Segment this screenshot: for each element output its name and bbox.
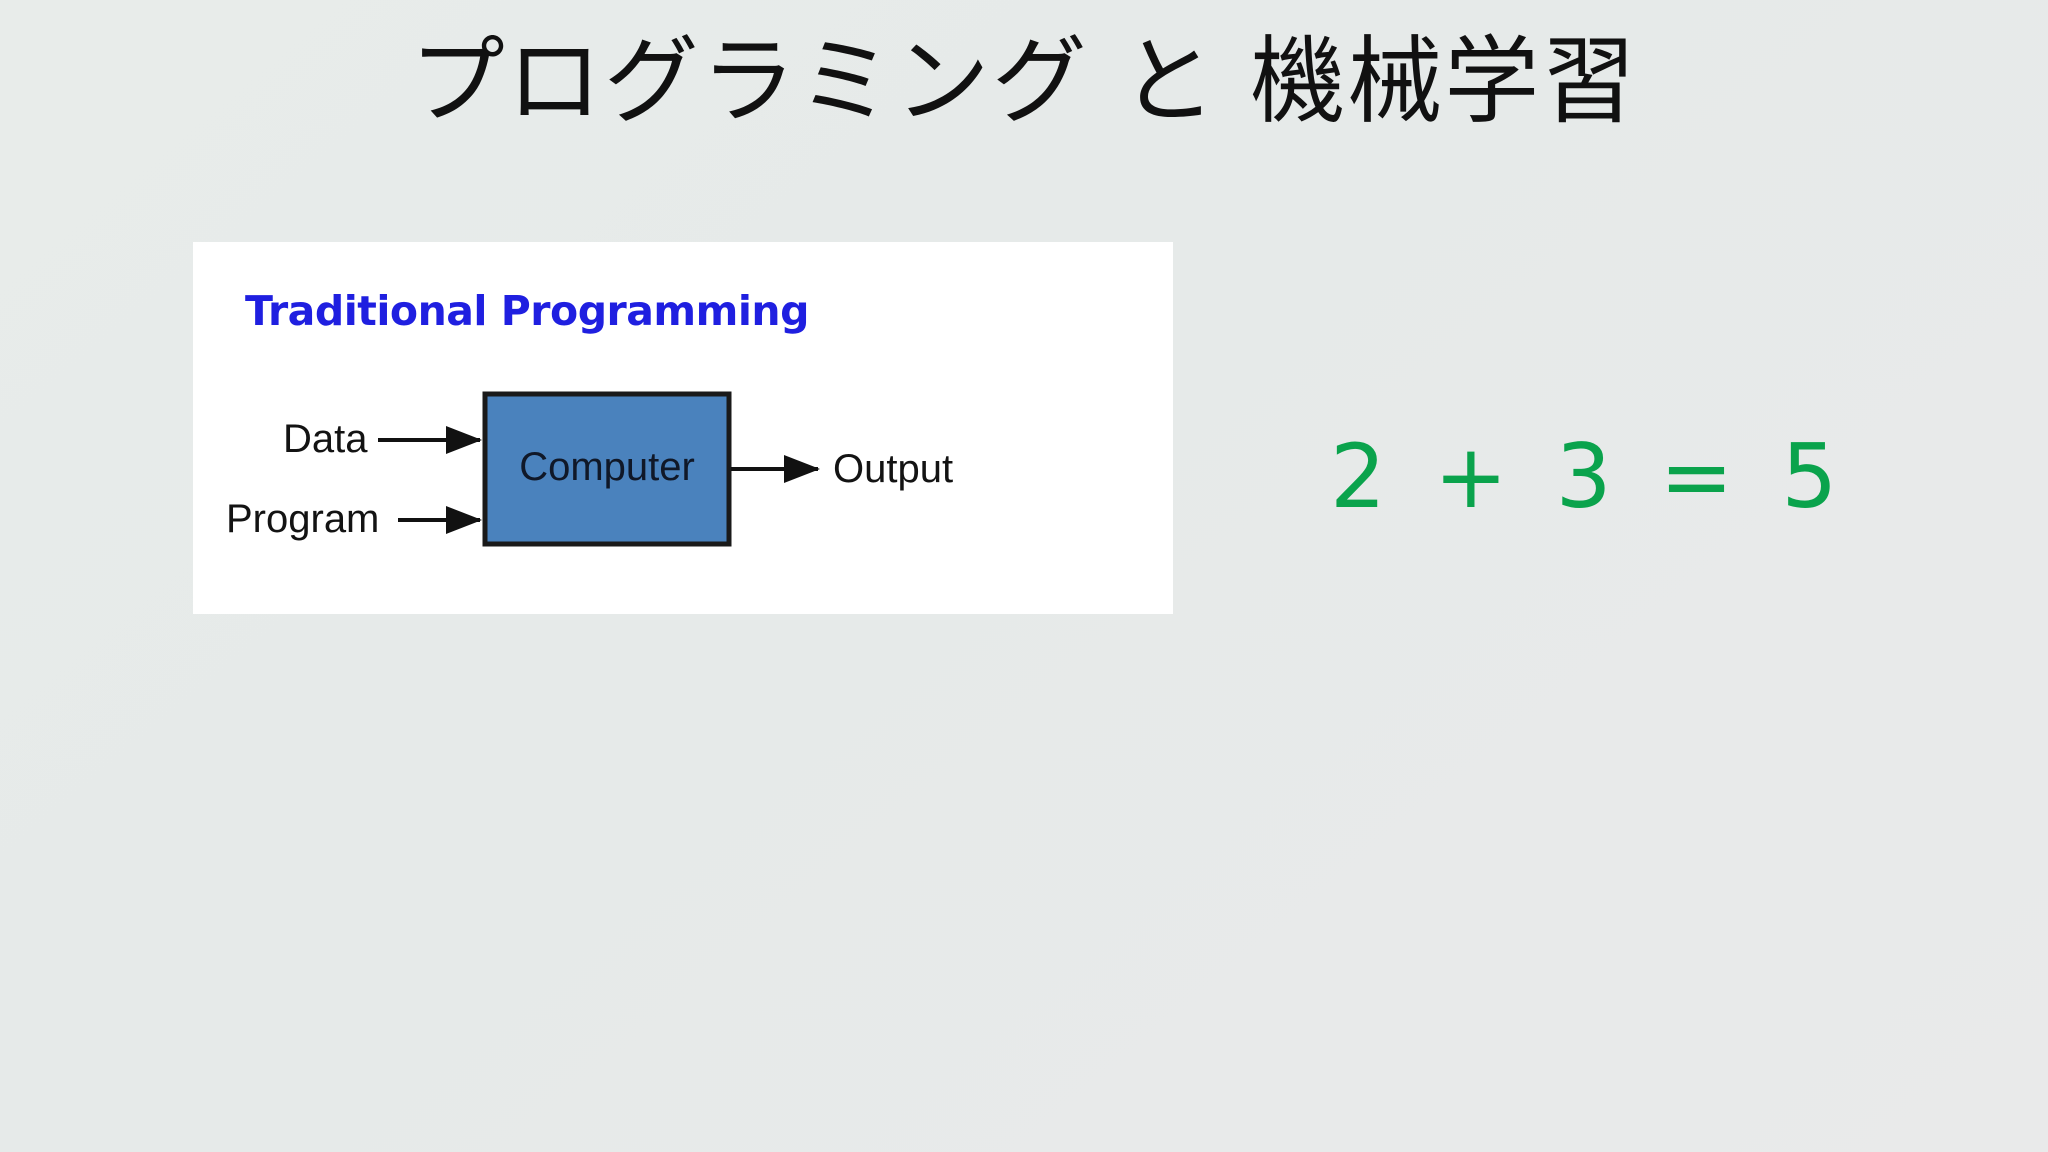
diagram-output-label: Output [833,447,953,491]
diagram-input-label-program: Program [226,497,379,541]
diagram-heading: Traditional Programming [245,287,809,335]
equation-text: 2 + 3 = 5 [1330,425,1848,528]
diagram-image-card: Traditional Programming Data Program Com… [193,242,1173,614]
computer-box [482,391,732,547]
traditional-programming-diagram: Data Program Computer Output [226,391,953,547]
page-title: プログラミング と 機械学習 [409,27,1639,137]
diagram-input-label-data: Data [283,417,368,461]
computer-box-label: Computer [519,445,695,489]
